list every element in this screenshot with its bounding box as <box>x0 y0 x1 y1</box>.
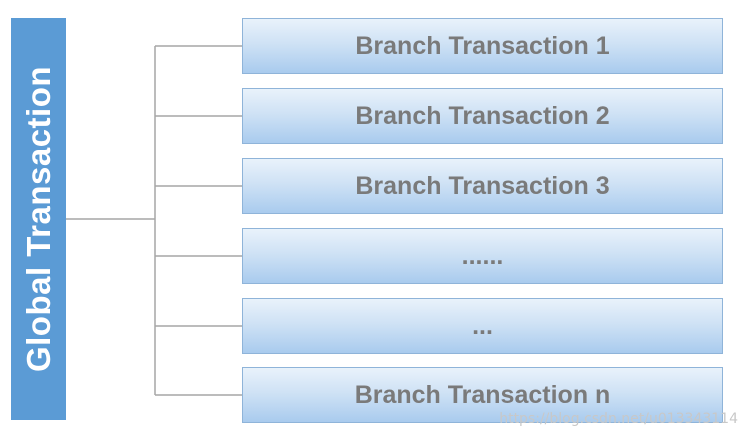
branch-transaction-2-label: Branch Transaction 2 <box>355 101 610 130</box>
branch-transaction-1-box: Branch Transaction 1 <box>242 18 723 74</box>
branch-ellipsis-2-label: ... <box>472 311 493 340</box>
branch-ellipsis-1-box: ...... <box>242 228 723 284</box>
global-transaction-box: Global Transaction <box>11 18 66 420</box>
branch-ellipsis-2-box: ... <box>242 298 723 354</box>
branch-transaction-3-label: Branch Transaction 3 <box>355 171 610 200</box>
branch-transaction-1-label: Branch Transaction 1 <box>355 31 610 60</box>
watermark-url: https://blog.csdn.net/u013343114 <box>499 411 738 427</box>
branch-ellipsis-1-label: ...... <box>461 241 504 270</box>
branch-transaction-3-box: Branch Transaction 3 <box>242 158 723 214</box>
branch-transaction-n-box: Branch Transaction n <box>242 367 723 423</box>
branch-transaction-2-box: Branch Transaction 2 <box>242 88 723 144</box>
global-transaction-label: Global Transaction <box>19 65 57 373</box>
branch-transaction-n-label: Branch Transaction n <box>354 380 611 409</box>
